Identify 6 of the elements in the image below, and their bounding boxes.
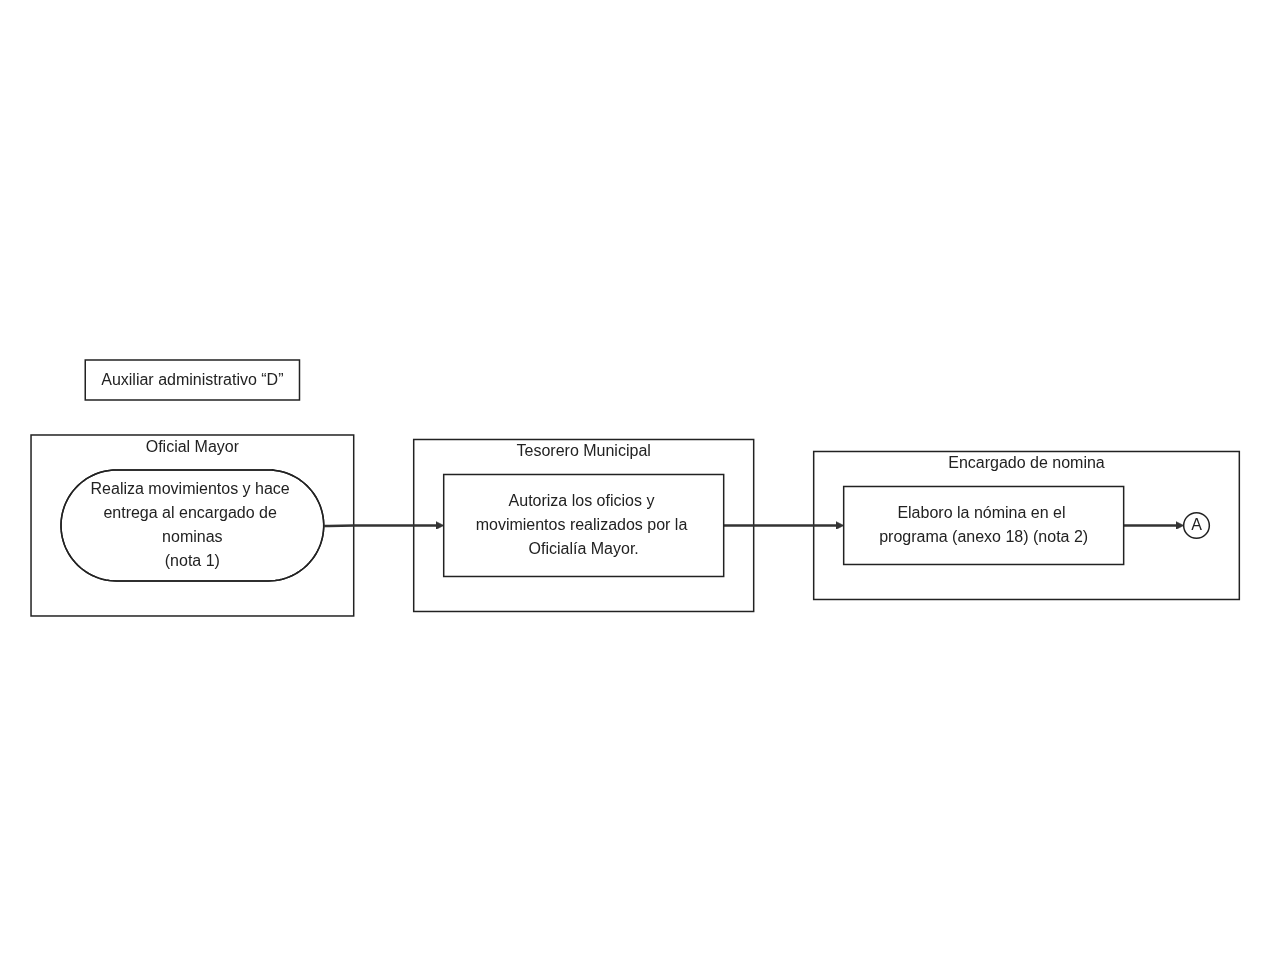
arrow — [1123, 520, 1185, 530]
arrow — [324, 520, 445, 530]
node-box: Autoriza los oficios y movimientos realizados por la Oficialía Mayor. — [443, 473, 725, 577]
node-box: Auxiliar administrativo “D” — [84, 358, 301, 401]
node-box: Elaboro la nómina en el programa (anexo 18) (nota 2) — [843, 485, 1125, 565]
node-circle: A — [1183, 511, 1211, 539]
